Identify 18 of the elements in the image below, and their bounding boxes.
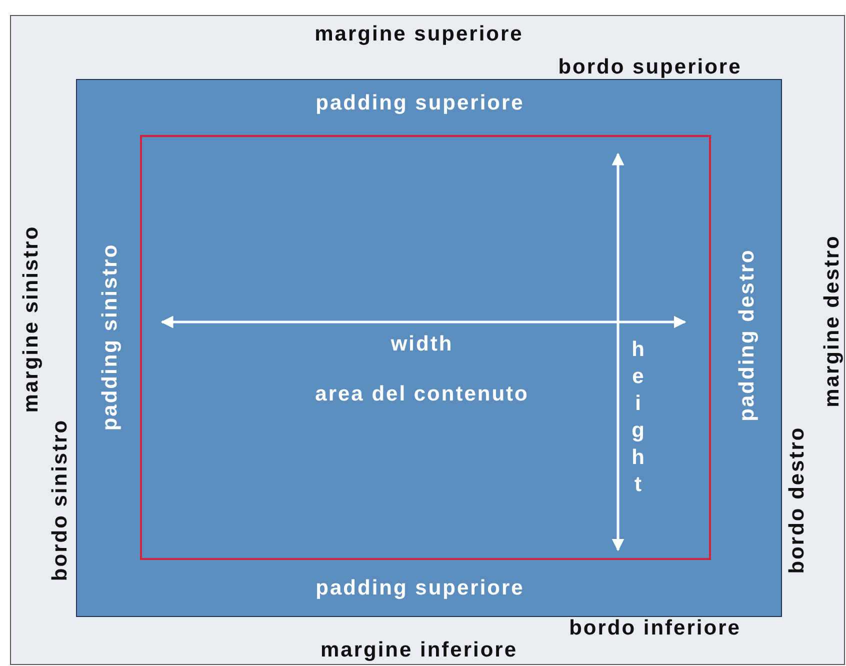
margin-area bbox=[10, 15, 845, 665]
border-label: bordo inferiore bbox=[569, 618, 741, 638]
padding-label: padding superiore bbox=[316, 92, 524, 114]
margin-label: margine destro bbox=[822, 234, 842, 408]
border-label: bordo superiore bbox=[558, 56, 742, 78]
dimension-label: height bbox=[628, 338, 648, 500]
padding-label: padding destro bbox=[736, 248, 758, 422]
border-label: bordo destro bbox=[786, 426, 808, 574]
padding-label: padding superiore bbox=[316, 578, 524, 598]
content-label: area del contenuto bbox=[315, 384, 529, 404]
content-area bbox=[140, 135, 711, 560]
margin-label: margine superiore bbox=[314, 24, 524, 44]
margin-label: margine inferiore bbox=[320, 640, 518, 660]
padding-area bbox=[76, 79, 782, 617]
padding-label: padding sinistro bbox=[100, 243, 120, 431]
margin-label: margine sinistro bbox=[20, 225, 42, 413]
dimension-label: width bbox=[390, 334, 454, 354]
border-label: bordo sinistro bbox=[50, 418, 70, 582]
